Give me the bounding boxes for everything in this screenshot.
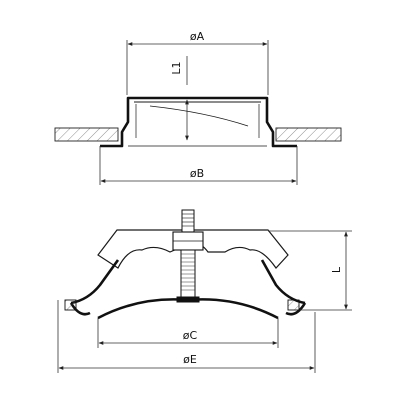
wall-section-right [275, 127, 342, 142]
top-view: øA L1 øB [54, 30, 342, 185]
dim-l-label: L [330, 266, 343, 273]
collar-outline [100, 96, 297, 148]
bottom-view: L øC øE [57, 209, 352, 373]
dim-e-label: øE [183, 353, 197, 366]
bowl-lip-right [285, 302, 307, 316]
bolt-head [181, 209, 195, 233]
dim-b-label: øB [190, 167, 204, 180]
center-disc [97, 298, 279, 320]
bowl-right [260, 259, 306, 305]
gasket-right [287, 299, 300, 311]
dim-a-label: øA [190, 30, 205, 43]
wall-section-left [54, 127, 119, 142]
collar-inner-curve [149, 105, 249, 127]
dim-l1-label: L1 [170, 61, 183, 74]
gasket-left [64, 299, 77, 311]
dim-c-label: øC [183, 329, 198, 342]
bowl-left [70, 259, 120, 305]
